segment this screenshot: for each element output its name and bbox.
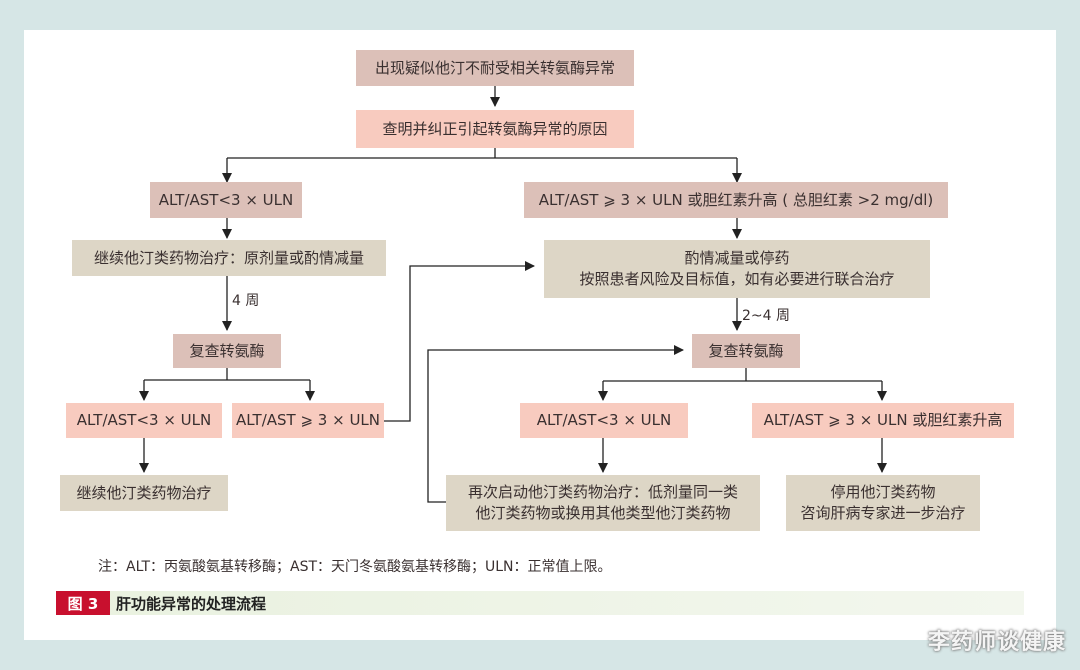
node-reduce-line1: 酌情减量或停药: [684, 249, 790, 267]
edge-label-two-four-weeks: 2~4 周: [742, 305, 790, 325]
node-continue-statin: 继续他汀类药物治疗: [60, 475, 228, 511]
footnote: 注：ALT：丙氨酸氨基转移酶；AST：天门冬氨酸氨基转移酶；ULN：正常值上限。: [98, 559, 612, 575]
node-restart-line1: 再次启动他汀类药物治疗：低剂量同一类: [467, 483, 738, 501]
node-check-cause: 查明并纠正引起转氨酶异常的原因: [356, 110, 634, 148]
node-right-high: ALT/AST ⩾ 3 × ULN 或胆红素升高: [752, 403, 1014, 438]
figure-number-tag: 图 3: [56, 591, 110, 615]
node-restart-statin: 再次启动他汀类药物治疗：低剂量同一类 他汀类药物或换用其他类型他汀类药物: [446, 475, 760, 531]
node-restart-line2: 他汀类药物或换用其他类型他汀类药物: [475, 504, 731, 522]
node-continue-adjust: 继续他汀类药物治疗：原剂量或酌情减量: [72, 240, 386, 276]
node-left-high: ALT/AST ⩾ 3 × ULN: [232, 403, 384, 438]
caption-bar: [56, 591, 1024, 615]
arrow-restart-to-recheck: [427, 345, 684, 503]
node-stop-line1: 停用他汀类药物: [830, 483, 936, 501]
node-recheck-right: 复查转氨酶: [692, 334, 800, 368]
node-stop-statin: 停用他汀类药物 咨询肝病专家进一步治疗: [786, 475, 980, 531]
node-right-low: ALT/AST<3 × ULN: [520, 403, 688, 438]
node-reduce-line2: 按照患者风险及目标值，如有必要进行联合治疗: [579, 270, 895, 288]
node-left-low: ALT/AST<3 × ULN: [66, 403, 222, 438]
arrow-left-high-to-reduce: [384, 261, 535, 422]
watermark: 李药师谈健康: [927, 630, 1066, 655]
node-start: 出现疑似他汀不耐受相关转氨酶异常: [356, 50, 634, 86]
node-stop-line2: 咨询肝病专家进一步治疗: [800, 504, 966, 522]
edge-label-four-weeks: 4 周: [232, 290, 260, 310]
node-low-alt: ALT/AST<3 × ULN: [150, 182, 302, 218]
node-high-alt: ALT/AST ⩾ 3 × ULN 或胆红素升高 ( 总胆红素 >2 mg/dl…: [524, 182, 948, 218]
node-reduce-or-stop: 酌情减量或停药 按照患者风险及目标值，如有必要进行联合治疗: [544, 240, 930, 298]
node-recheck-left: 复查转氨酶: [173, 334, 281, 368]
figure-title: 肝功能异常的处理流程: [116, 594, 267, 613]
